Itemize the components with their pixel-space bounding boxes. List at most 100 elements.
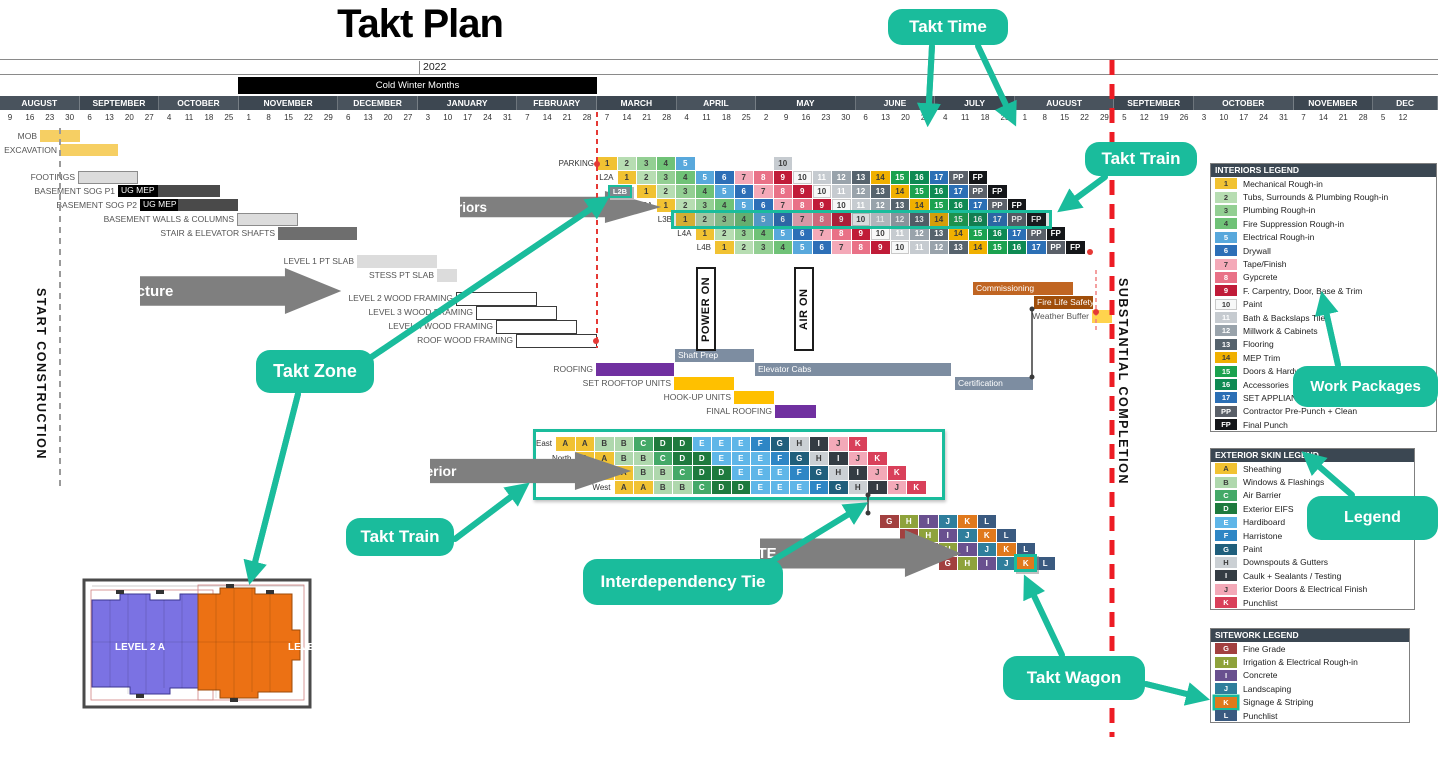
interiors-cell-l2a-1-0[interactable]: 1	[617, 171, 636, 184]
exterior-cell-east-j-14[interactable]: J	[829, 437, 848, 451]
interiors-cell-l3a-7-6[interactable]: 7	[773, 199, 792, 212]
interiors-cell-l2b-2-1[interactable]: 2	[656, 185, 675, 198]
exterior-cell-north-d-5[interactable]: D	[673, 451, 692, 465]
interiors-cell-l3b-7-6[interactable]: 7	[793, 213, 812, 226]
exterior-cell-north-i-13[interactable]: I	[829, 451, 848, 465]
interiors-cell-l3b-11-10[interactable]: 11	[871, 213, 890, 226]
interiors-cell-l2b-13-12[interactable]: 13	[871, 185, 890, 198]
bar-final-roofing[interactable]	[775, 405, 816, 418]
interiors-cell-l2a-10-9[interactable]: 10	[793, 171, 812, 184]
exterior-cell-south-k-15[interactable]: K	[887, 466, 906, 480]
interiors-cell-l4a-8-7[interactable]: 8	[832, 227, 851, 240]
bar-stair-elevator-shafts[interactable]	[278, 227, 357, 240]
exterior-cell-north-e-7[interactable]: E	[712, 451, 731, 465]
bar-hook-up-units[interactable]	[734, 391, 774, 404]
interiors-cell-l2b-1-0[interactable]: 1	[637, 185, 656, 198]
exterior-cell-west-b-3[interactable]: B	[673, 480, 692, 494]
exterior-cell-east-k-15[interactable]: K	[848, 437, 867, 451]
exterior-cell-east-b-3[interactable]: B	[614, 437, 633, 451]
bar-mob[interactable]	[40, 130, 80, 142]
exterior-cell-west-c-4[interactable]: C	[692, 480, 711, 494]
exterior-cell-south-b-3[interactable]: B	[653, 466, 672, 480]
interiors-cell-l2a-4-3[interactable]: 4	[676, 171, 695, 184]
interiors-cell-l4b-7-6[interactable]: 7	[832, 241, 851, 254]
interiors-cell-l2a-15-14[interactable]: 15	[890, 171, 909, 184]
interiors-cell-l2a-3-2[interactable]: 3	[656, 171, 675, 184]
interiors-cell-l2b-7-6[interactable]: 7	[754, 185, 773, 198]
interiors-cell-l4b-13-12[interactable]: 13	[949, 241, 968, 254]
sitework-cell-row0-l-5[interactable]: L	[977, 515, 996, 528]
interiors-cell-l4b-1-0[interactable]: 1	[715, 241, 734, 254]
interiors-cell-l4b-12-11[interactable]: 12	[929, 241, 948, 254]
bar-set-rooftop-units[interactable]	[674, 377, 734, 390]
interiors-cell-l3a-fp-18[interactable]: FP	[1007, 199, 1026, 212]
bar-elevator-cabs[interactable]: Elevator Cabs	[755, 363, 951, 376]
interiors-cell-l3a-6-5[interactable]: 6	[754, 199, 773, 212]
exterior-cell-south-f-10[interactable]: F	[790, 466, 809, 480]
interiors-cell-l3b-pp-17[interactable]: PP	[1007, 213, 1026, 226]
interiors-cell-l3a-3-2[interactable]: 3	[695, 199, 714, 212]
interiors-cell-l2b-11-10[interactable]: 11	[832, 185, 851, 198]
interiors-cell-l4a-fp-18[interactable]: FP	[1046, 227, 1065, 240]
exterior-cell-west-e-8[interactable]: E	[770, 480, 789, 494]
exterior-cell-north-e-9[interactable]: E	[751, 451, 770, 465]
interiors-cell-l3b-17-16[interactable]: 17	[988, 213, 1007, 226]
bar-roofing[interactable]	[596, 363, 674, 376]
exterior-cell-north-j-14[interactable]: J	[848, 451, 867, 465]
interiors-cell-l3b-2-1[interactable]: 2	[695, 213, 714, 226]
interiors-cell-l4b-4-3[interactable]: 4	[773, 241, 792, 254]
interiors-cell-l3a-11-10[interactable]: 11	[851, 199, 870, 212]
interiors-cell-l2b-15-14[interactable]: 15	[910, 185, 929, 198]
sitework-cell-row3-j-3[interactable]: J	[997, 557, 1016, 570]
interiors-cell-l3b-13-12[interactable]: 13	[910, 213, 929, 226]
interiors-cell-l2b-pp-17[interactable]: PP	[968, 185, 987, 198]
interiors-cell-l4a-pp-17[interactable]: PP	[1027, 227, 1046, 240]
exterior-cell-east-d-5[interactable]: D	[653, 437, 672, 451]
interiors-cell-l2a-7-6[interactable]: 7	[734, 171, 753, 184]
exterior-cell-west-f-10[interactable]: F	[809, 480, 828, 494]
exterior-cell-north-b-3[interactable]: B	[634, 451, 653, 465]
interiors-cell-l2a-11-10[interactable]: 11	[812, 171, 831, 184]
exterior-cell-north-d-6[interactable]: D	[692, 451, 711, 465]
bar-stess-pt-slab[interactable]	[437, 269, 457, 282]
interiors-cell-l4b-14-13[interactable]: 14	[968, 241, 987, 254]
bar-weather-buffer[interactable]	[1092, 310, 1112, 323]
interiors-cell-l2a-8-7[interactable]: 8	[754, 171, 773, 184]
exterior-cell-east-a-0[interactable]: A	[556, 437, 575, 451]
bar-level-1-pt-slab[interactable]	[357, 255, 437, 268]
interiors-cell-l3a-1-0[interactable]: 1	[656, 199, 675, 212]
bar-commissioning[interactable]: Commissioning	[973, 282, 1073, 295]
exterior-cell-east-e-8[interactable]: E	[712, 437, 731, 451]
interiors-cell-l3b-1-0[interactable]: 1	[676, 213, 695, 226]
exterior-cell-north-b-2[interactable]: B	[614, 451, 633, 465]
interiors-cell-l3b-15-14[interactable]: 15	[949, 213, 968, 226]
exterior-cell-south-h-12[interactable]: H	[829, 466, 848, 480]
interiors-cell-l3a-14-13[interactable]: 14	[910, 199, 929, 212]
bar-certification[interactable]: Certification	[955, 377, 1033, 390]
interiors-cell-l4b-3-2[interactable]: 3	[754, 241, 773, 254]
interiors-cell-parking-1-0[interactable]: 1	[598, 157, 617, 170]
sitework-cell-row3-i-2[interactable]: I	[977, 557, 996, 570]
exterior-cell-west-i-13[interactable]: I	[868, 480, 887, 494]
bar-fire-life-safety[interactable]: Fire Life Safety	[1034, 296, 1093, 309]
interiors-cell-l3b-6-5[interactable]: 6	[773, 213, 792, 226]
exterior-cell-east-e-9[interactable]: E	[731, 437, 750, 451]
sitework-cell-row0-g-0[interactable]: G	[880, 515, 899, 528]
interiors-cell-l2a-9-8[interactable]: 9	[773, 171, 792, 184]
interiors-cell-l3b-fp-18[interactable]: FP	[1027, 213, 1046, 226]
interiors-cell-l3a-12-11[interactable]: 12	[871, 199, 890, 212]
interiors-cell-l4a-2-1[interactable]: 2	[715, 227, 734, 240]
interiors-cell-l4b-11-10[interactable]: 11	[910, 241, 929, 254]
interiors-cell-l2b-fp-18[interactable]: FP	[988, 185, 1007, 198]
interiors-cell-l4b-fp-18[interactable]: FP	[1066, 241, 1085, 254]
interiors-cell-l4b-9-8[interactable]: 9	[871, 241, 890, 254]
interiors-cell-l2b-6-5[interactable]: 6	[734, 185, 753, 198]
interiors-cell-parking-10-9[interactable]: 10	[773, 157, 792, 170]
exterior-cell-west-e-9[interactable]: E	[790, 480, 809, 494]
interiors-cell-l3a-2-1[interactable]: 2	[676, 199, 695, 212]
interiors-cell-l4a-9-8[interactable]: 9	[851, 227, 870, 240]
interiors-cell-l4a-17-16[interactable]: 17	[1007, 227, 1026, 240]
exterior-cell-north-f-10[interactable]: F	[770, 451, 789, 465]
interiors-cell-l2a-2-1[interactable]: 2	[637, 171, 656, 184]
interiors-zone-label-l2b[interactable]: L2B	[608, 185, 632, 198]
